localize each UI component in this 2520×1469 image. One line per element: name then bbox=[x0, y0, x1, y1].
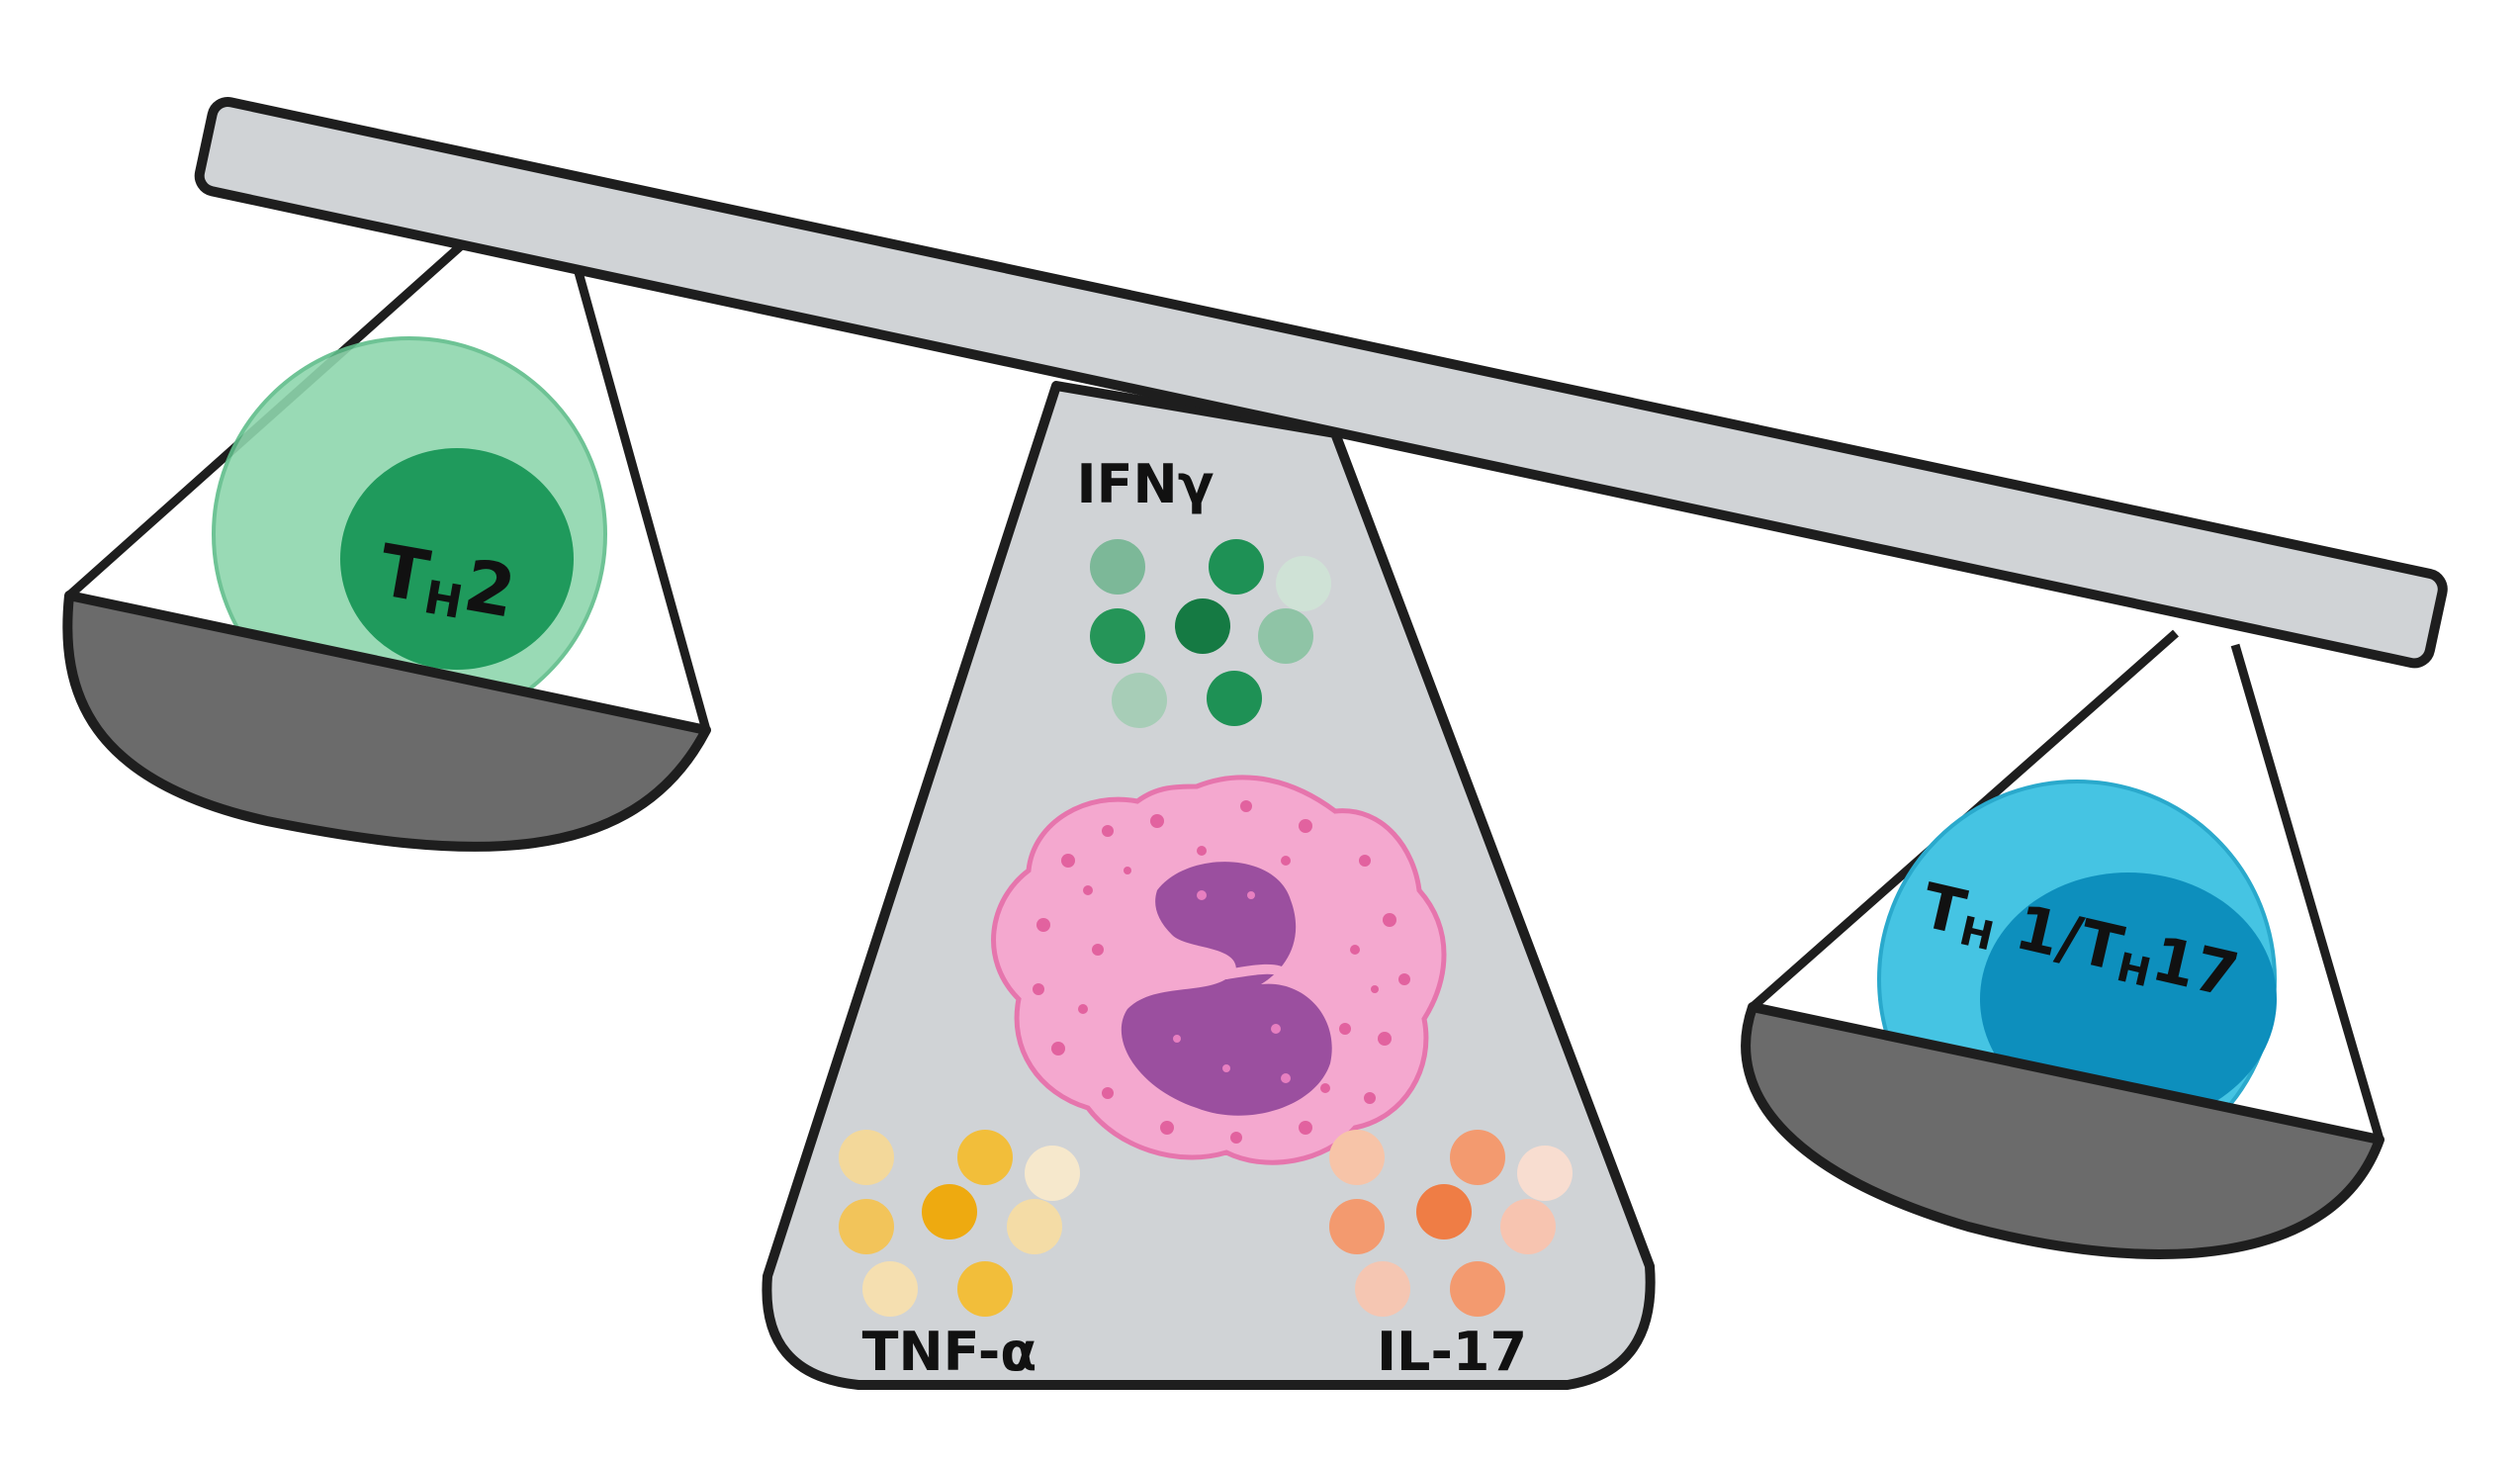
th2-cell bbox=[212, 336, 607, 732]
right-string-right bbox=[2230, 643, 2385, 1142]
tnf-alpha-granules bbox=[839, 1130, 1080, 1317]
th2-label: TH2 bbox=[372, 528, 521, 638]
il-17-label: IL-17 bbox=[1377, 1321, 1527, 1383]
left-pan bbox=[62, 591, 711, 852]
right-pan bbox=[1741, 1002, 2385, 1259]
neutrophil bbox=[991, 775, 1447, 1165]
ifng-label: IFNγ bbox=[1077, 453, 1215, 515]
il-17-granules bbox=[1329, 1130, 1573, 1317]
tnf-alpha-label: TNF-α bbox=[862, 1321, 1037, 1383]
left-string-right bbox=[572, 263, 711, 732]
scale-beam bbox=[194, 96, 2448, 669]
ifng-granules bbox=[1090, 539, 1331, 728]
